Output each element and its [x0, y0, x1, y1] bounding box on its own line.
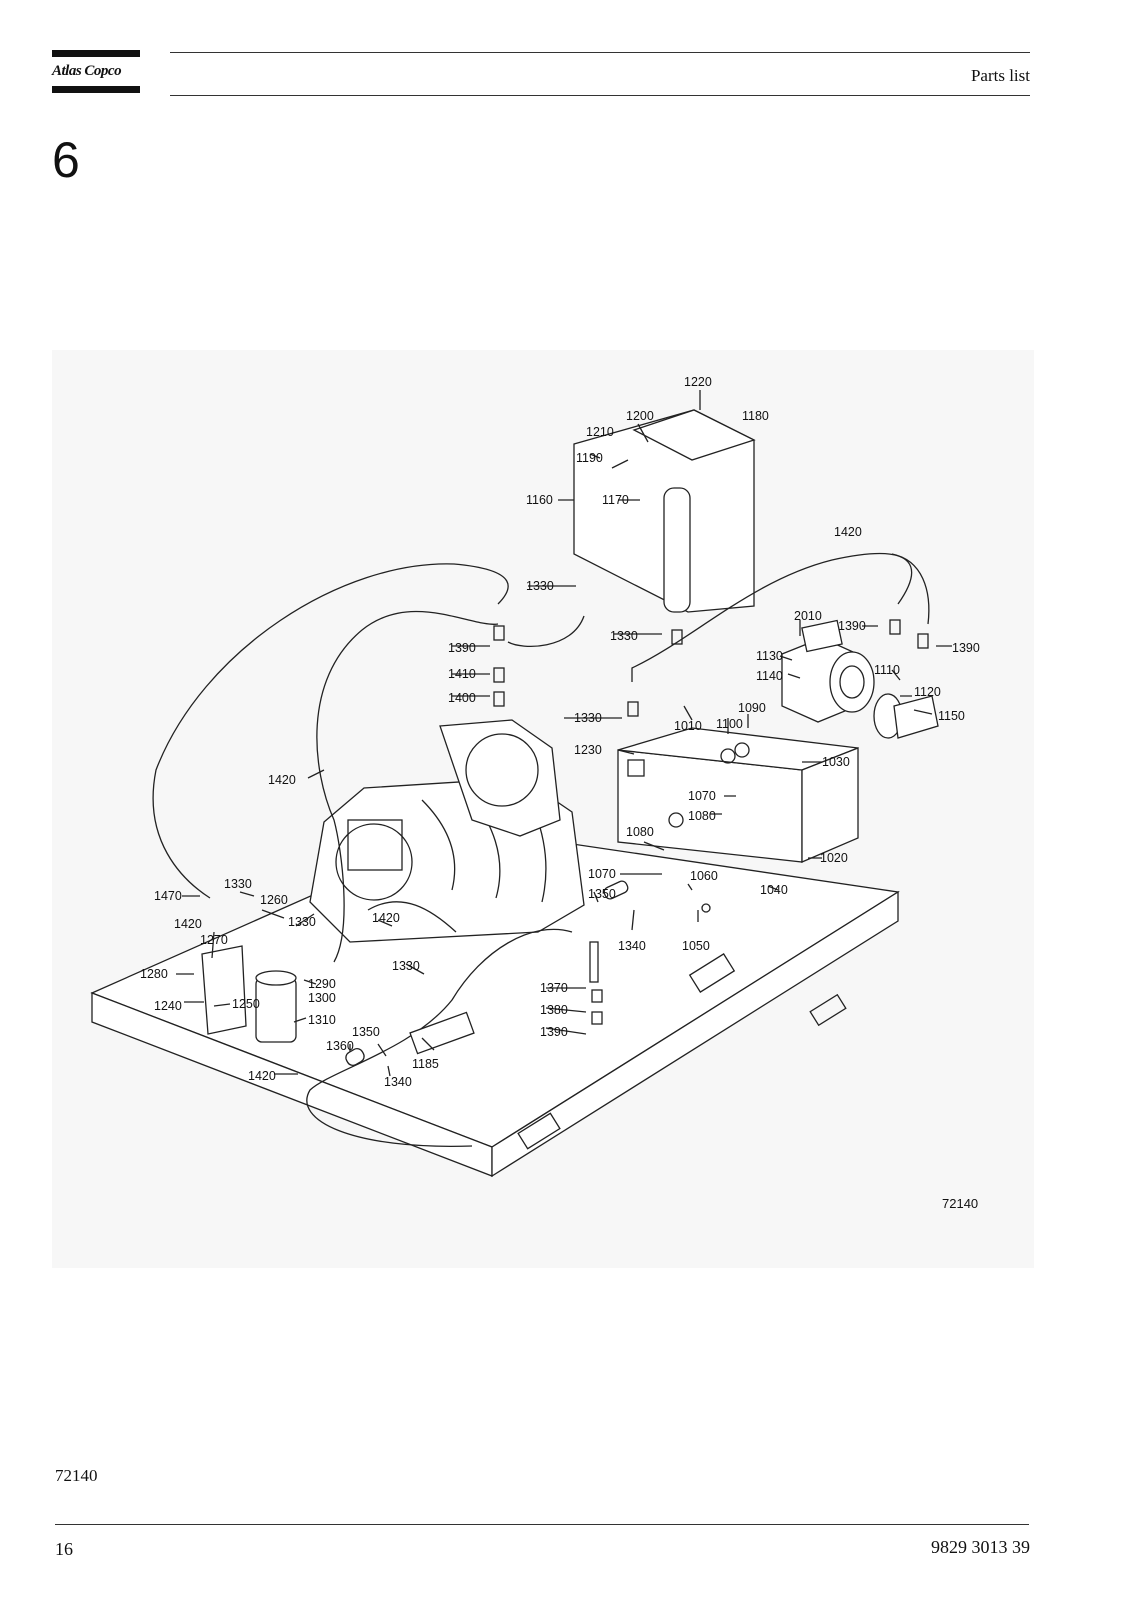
callout-label: 1150 [938, 709, 965, 723]
callout-label: 1340 [618, 939, 646, 953]
callout-label: 1090 [738, 701, 766, 715]
drawing-svg: 1220 1200 1180 1210 1190 1160 1170 1420 … [90, 375, 980, 1211]
callout-label: 1185 [412, 1057, 439, 1071]
brand-wordmark: Atlas Copco [52, 63, 122, 79]
callout-label: 1250 [232, 997, 260, 1011]
document-number: 9829 3013 39 [931, 1537, 1030, 1557]
callout-label: 1390 [540, 1025, 568, 1039]
drawing-lines [90, 390, 952, 1178]
callout-label: 1120 [914, 685, 941, 699]
callout-label: 1210 [586, 425, 614, 439]
callout-label: 1280 [140, 967, 168, 981]
callout-label: 1080 [626, 825, 654, 839]
figure-reference: 72140 [55, 1466, 98, 1485]
page-number: 16 [55, 1539, 73, 1559]
callout-label: 1170 [602, 493, 629, 507]
callout-label: 1330 [574, 711, 602, 725]
callout-label: 1420 [248, 1069, 276, 1083]
callout-label: 1010 [674, 719, 702, 733]
callout-label: 1130 [756, 649, 783, 663]
callout-label: 1160 [526, 493, 553, 507]
callout-label: 1230 [574, 743, 602, 757]
atlas-copco-logo: Atlas Copco [52, 50, 140, 94]
callout-label: 1110 [874, 663, 900, 677]
callout-label: 1190 [576, 451, 603, 465]
callout-label: 1330 [526, 579, 554, 593]
drawing-id: 72140 [942, 1196, 978, 1211]
callout-label: 1140 [756, 669, 783, 683]
part-callouts: 1220 1200 1180 1210 1190 1160 1170 1420 … [140, 375, 980, 1211]
callout-label: 1470 [154, 889, 182, 903]
callout-label: 1420 [268, 773, 296, 787]
callout-label: 1390 [838, 619, 866, 633]
callout-label: 1340 [384, 1075, 412, 1089]
callout-label: 1100 [716, 717, 743, 731]
callout-label: 1270 [200, 933, 228, 947]
callout-label: 1370 [540, 981, 568, 995]
callout-label: 1200 [626, 409, 654, 423]
header-rule-top [170, 52, 1030, 53]
callout-label: 1310 [308, 1013, 336, 1027]
callout-label: 1350 [588, 887, 616, 901]
callout-label: 1180 [742, 409, 769, 423]
callout-label: 1020 [820, 851, 848, 865]
callout-label: 1390 [448, 641, 476, 655]
callout-label: 2010 [794, 609, 822, 623]
callout-label: 1420 [372, 911, 400, 925]
callout-label: 1220 [684, 375, 712, 389]
header-rule-bottom [170, 95, 1030, 96]
callout-label: 1030 [822, 755, 850, 769]
callout-label: 1040 [760, 883, 788, 897]
callout-label: 1330 [224, 877, 252, 891]
page-title: Parts list [970, 66, 1030, 85]
callout-label: 1360 [326, 1039, 354, 1053]
callout-label: 1390 [952, 641, 980, 655]
callout-label: 1420 [174, 917, 202, 931]
callout-label: 1330 [392, 959, 420, 973]
callout-label: 1070 [588, 867, 616, 881]
callout-label: 1060 [690, 869, 718, 883]
exploded-parts-drawing: 1220 1200 1180 1210 1190 1160 1170 1420 … [52, 350, 1034, 1268]
logo-bottom-bar [52, 86, 140, 93]
callout-label: 1240 [154, 999, 182, 1013]
callout-label: 1050 [682, 939, 710, 953]
callout-label: 1350 [352, 1025, 380, 1039]
callout-label: 1080 [688, 809, 716, 823]
footer-rule [55, 1524, 1029, 1525]
section-number: 6 [52, 132, 80, 188]
callout-label: 1290 [308, 977, 336, 991]
logo-top-bar [52, 50, 140, 57]
callout-label: 1420 [834, 525, 862, 539]
callout-label: 1330 [288, 915, 316, 929]
callout-label: 1410 [448, 667, 476, 681]
callout-label: 1330 [610, 629, 638, 643]
callout-label: 1070 [688, 789, 716, 803]
callout-label: 1260 [260, 893, 288, 907]
callout-label: 1300 [308, 991, 336, 1005]
callout-label: 1400 [448, 691, 476, 705]
callout-label: 1380 [540, 1003, 568, 1017]
